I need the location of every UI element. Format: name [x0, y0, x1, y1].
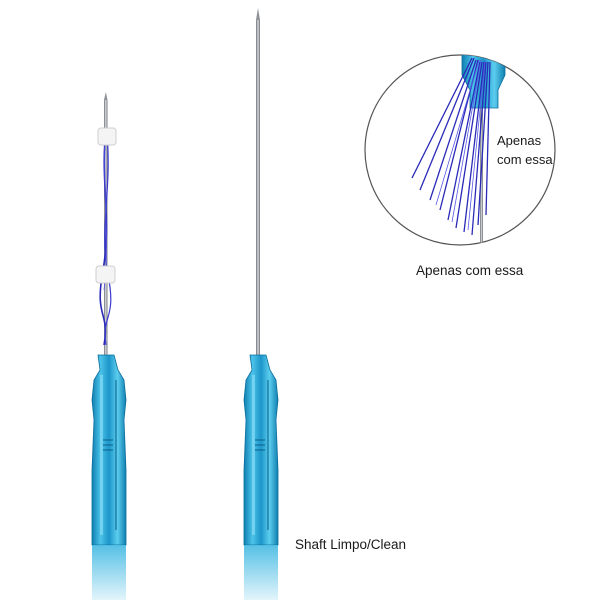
inset-caption: Apenas com essa	[497, 131, 553, 169]
magnified-hub-icon	[364, 54, 556, 246]
inset-below-caption: Apenas com essa	[416, 263, 524, 278]
inset-caption-line2: com essa	[497, 152, 553, 167]
shaft-caption: Shaft Limpo/Clean	[295, 537, 407, 552]
threaded-cannula-icon	[91, 92, 127, 600]
clean-cannula-icon	[243, 8, 279, 600]
inset-caption-line1: Apenas	[497, 133, 542, 148]
